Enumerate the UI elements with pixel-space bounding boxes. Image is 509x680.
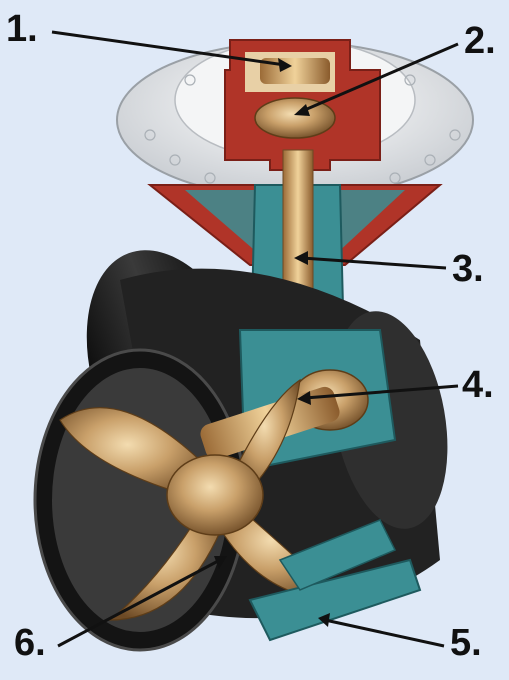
callout-label-5: 5. <box>450 624 482 662</box>
callout-label-3: 3. <box>452 250 484 288</box>
callout-label-6: 6. <box>14 624 46 662</box>
callout-label-4: 4. <box>462 366 494 404</box>
upper-bevel-gear <box>255 98 335 138</box>
callout-label-2: 2. <box>464 22 496 60</box>
propeller-hub <box>167 455 263 535</box>
callout-label-1: 1. <box>6 10 38 48</box>
